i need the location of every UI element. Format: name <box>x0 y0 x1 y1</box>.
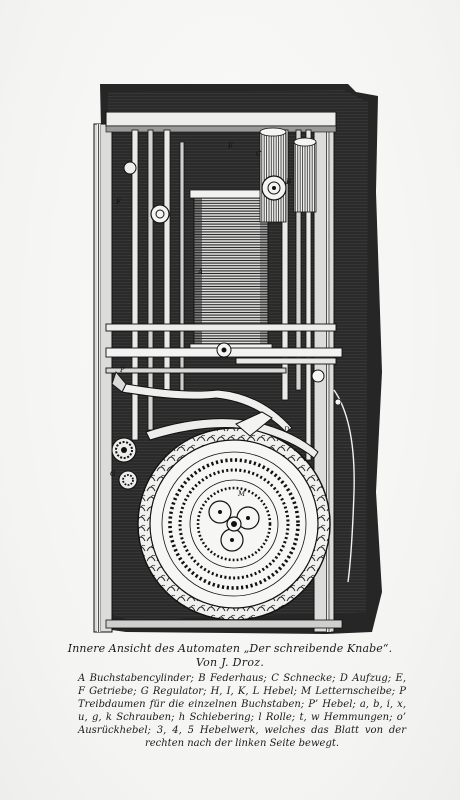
caption-title: Innere Ansicht des Automaten „Der schrei… <box>67 642 393 655</box>
caption-legend: A Buchstabencylinder; B Federhaus; C Sch… <box>78 673 406 749</box>
pinion-wheels <box>216 342 325 383</box>
letter-disc <box>137 427 331 621</box>
left-gear-train <box>111 437 138 490</box>
figure-letter-c: C <box>256 150 262 158</box>
disc-arm <box>145 418 319 459</box>
figure-letter-e: E <box>227 142 233 150</box>
top-plate <box>105 111 337 127</box>
figure-letter-f: F <box>115 198 122 206</box>
automaton-engraving: A B C D E F G M P <box>93 84 382 634</box>
figure-letter-m: M <box>237 490 246 498</box>
curved-lever <box>121 383 293 433</box>
frame-post-left <box>93 123 113 633</box>
caption-author: Von J. Droz. <box>195 656 265 669</box>
figure-letter-a: A <box>197 268 203 276</box>
spring-barrels <box>259 127 317 223</box>
figure-letter-g: G <box>110 470 116 478</box>
figure-letter-p: P <box>119 366 125 374</box>
figure-letter-d: D <box>283 426 290 434</box>
figure-letter-b: B <box>285 178 291 186</box>
upper-left-wheel <box>123 161 170 224</box>
wire <box>333 389 355 583</box>
